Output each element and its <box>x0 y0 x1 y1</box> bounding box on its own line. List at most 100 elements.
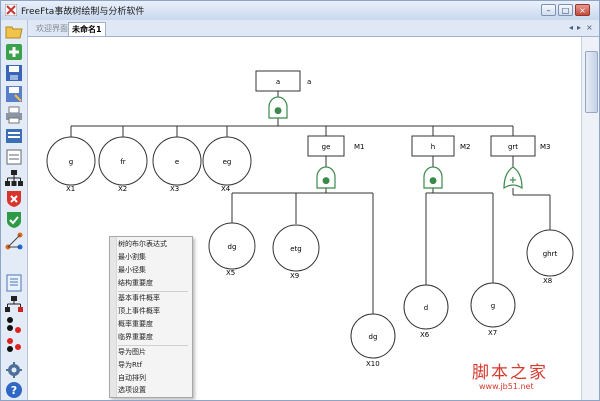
event-label: g <box>69 158 73 166</box>
menu-separator <box>118 291 188 292</box>
menu-item-probability-importance[interactable]: 概率重要度 <box>118 320 153 328</box>
event-id: X7 <box>488 329 497 337</box>
left-toolbar: ? <box>1 20 28 400</box>
nodes-red-black-icon[interactable] <box>5 337 23 355</box>
event-id: X1 <box>66 185 75 193</box>
basic-event-x6[interactable] <box>403 284 449 330</box>
nodes-black-red-icon[interactable] <box>5 316 23 334</box>
basic-event-x2[interactable] <box>98 136 148 186</box>
red-shield-icon[interactable] <box>5 190 23 208</box>
menu-item-options[interactable]: 选项设置 <box>118 386 146 394</box>
intermediate-event-m3[interactable] <box>490 135 536 157</box>
app-logo-icon <box>5 4 17 16</box>
event-label: e <box>175 158 179 166</box>
network-icon[interactable] <box>5 295 23 313</box>
and-gate-icon[interactable] <box>316 166 336 189</box>
open-folder-icon[interactable] <box>5 22 23 40</box>
connector-icon[interactable] <box>5 232 23 250</box>
top-event-label: a <box>276 78 280 86</box>
zoom-icon[interactable] <box>5 148 23 166</box>
menu-item-critical-importance[interactable]: 临界重要度 <box>118 333 153 341</box>
menu-item-top-event-probability[interactable]: 顶上事件概率 <box>118 307 160 315</box>
fault-tree-diagram: a a ● g X1 fr X2 e X3 eg X4 ge M1 ● h M2 <box>46 70 574 368</box>
tab-welcome[interactable]: 欢迎界面 <box>36 24 68 33</box>
save-as-icon[interactable] <box>5 85 23 103</box>
intermediate-event-m1[interactable] <box>307 135 345 157</box>
basic-event-x7[interactable] <box>470 282 516 328</box>
tab-untitled-1[interactable]: 未命名1 <box>68 22 106 36</box>
intermediate-event-m2[interactable] <box>411 135 455 157</box>
vertical-scrollbar[interactable] <box>581 37 599 400</box>
menu-item-min-path-sets[interactable]: 最小径集 <box>118 266 146 274</box>
menu-gutter <box>110 237 117 397</box>
event-label: ge <box>322 143 331 151</box>
watermark-url: www.jb51.net <box>479 382 534 391</box>
title-bar: FreeFta事故树绘制与分析软件 – □ × <box>1 1 599 20</box>
event-label: fr <box>120 158 125 166</box>
gate-symbol: ● <box>429 176 437 186</box>
help-icon[interactable]: ? <box>5 381 23 399</box>
event-id: M1 <box>354 143 365 151</box>
basic-event-x4[interactable] <box>202 136 252 186</box>
tab-scroll-right-icon[interactable]: ▸ <box>577 23 582 32</box>
event-id: X2 <box>118 185 127 193</box>
window-title: FreeFta事故树绘制与分析软件 <box>21 7 145 17</box>
close-button[interactable]: × <box>575 4 590 16</box>
basic-event-x1[interactable] <box>46 136 96 186</box>
event-label: grt <box>508 143 518 151</box>
tab-close-icon[interactable]: × <box>586 23 593 32</box>
tree-structure-icon[interactable] <box>5 169 23 187</box>
event-id: X8 <box>543 277 552 285</box>
event-id: X5 <box>226 269 235 277</box>
svg-text:?: ? <box>11 384 17 397</box>
print-preview-icon[interactable] <box>5 127 23 145</box>
menu-item-structural-importance[interactable]: 结构重要度 <box>118 279 153 287</box>
event-id: M2 <box>460 143 471 151</box>
gate-symbol: + <box>509 175 517 186</box>
basic-event-x9[interactable] <box>272 224 320 272</box>
top-event-box[interactable] <box>255 70 301 92</box>
menu-item-basic-event-probability[interactable]: 基本事件概率 <box>118 294 160 302</box>
tab-scroll-left-icon[interactable]: ◂ <box>569 23 574 32</box>
menu-item-auto-arrange[interactable]: 自动排列 <box>118 374 146 382</box>
scrollbar-thumb[interactable] <box>585 51 598 113</box>
basic-event-x8[interactable] <box>526 229 574 277</box>
basic-event-x10[interactable] <box>350 313 396 359</box>
event-label: dg <box>228 243 237 251</box>
gear-icon[interactable] <box>5 361 23 379</box>
event-label: eg <box>223 158 232 166</box>
event-id: X6 <box>420 331 430 339</box>
event-label: etg <box>290 245 302 253</box>
event-id: X9 <box>290 272 299 280</box>
and-gate-icon[interactable] <box>423 166 443 189</box>
menu-separator <box>118 345 188 346</box>
event-id: X4 <box>221 185 231 193</box>
event-label: ghrt <box>543 250 558 258</box>
menu-item-export-rtf[interactable]: 导为Rtf <box>118 361 143 369</box>
maximize-button[interactable]: □ <box>558 4 573 16</box>
menu-item-export-image[interactable]: 导为图片 <box>118 348 146 356</box>
basic-event-x5[interactable] <box>208 222 256 270</box>
top-and-gate-icon[interactable] <box>268 96 288 119</box>
top-event-side-label: a <box>307 78 311 86</box>
green-shield-icon[interactable] <box>5 211 23 229</box>
event-label: h <box>431 143 435 151</box>
event-id: X10 <box>366 360 380 368</box>
print-icon[interactable] <box>5 106 23 124</box>
event-id: X3 <box>170 185 179 193</box>
save-icon[interactable] <box>5 64 23 82</box>
basic-event-x3[interactable] <box>152 136 202 186</box>
document-tab-bar: 欢迎界面 未命名1 ◂ ▸ × <box>28 20 599 37</box>
document-icon[interactable] <box>5 274 23 292</box>
menu-item-min-cut-sets[interactable]: 最小割集 <box>118 253 146 261</box>
event-label: g <box>491 302 495 310</box>
top-gate-symbol: ● <box>274 106 282 116</box>
minimize-button[interactable]: – <box>541 4 556 16</box>
or-gate-icon[interactable] <box>503 166 523 190</box>
event-label: dg <box>369 333 378 341</box>
watermark-text: 脚本之家 <box>472 363 548 383</box>
new-add-icon[interactable] <box>5 43 23 61</box>
event-label: d <box>424 304 428 312</box>
menu-item-boolean-expression[interactable]: 树的布尔表达式 <box>118 240 167 248</box>
